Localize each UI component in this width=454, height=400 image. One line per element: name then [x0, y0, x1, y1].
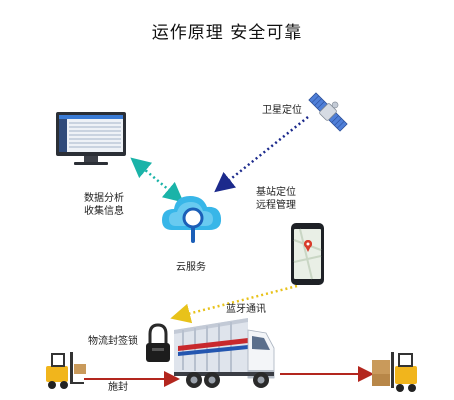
navy-link-arrow	[214, 116, 309, 193]
bluetooth-label: 蓝牙通讯	[226, 304, 266, 315]
base-station-label: 基站定位	[256, 187, 296, 198]
teal-link-arrow	[130, 157, 184, 203]
collect-info-label: 收集信息	[84, 206, 124, 217]
data-analysis-label: 数据分析	[84, 193, 124, 204]
seal-action-label: 施封	[108, 382, 128, 393]
cloud-service-label: 云服务	[176, 262, 206, 273]
page-title: 运作原理 安全可靠	[151, 23, 303, 43]
satellite-label: 卫星定位	[262, 105, 302, 116]
remote-management-label: 远程管理	[256, 200, 296, 211]
yellow-link-arrow	[170, 284, 298, 324]
seal-lock-label: 物流封签锁	[88, 336, 138, 347]
